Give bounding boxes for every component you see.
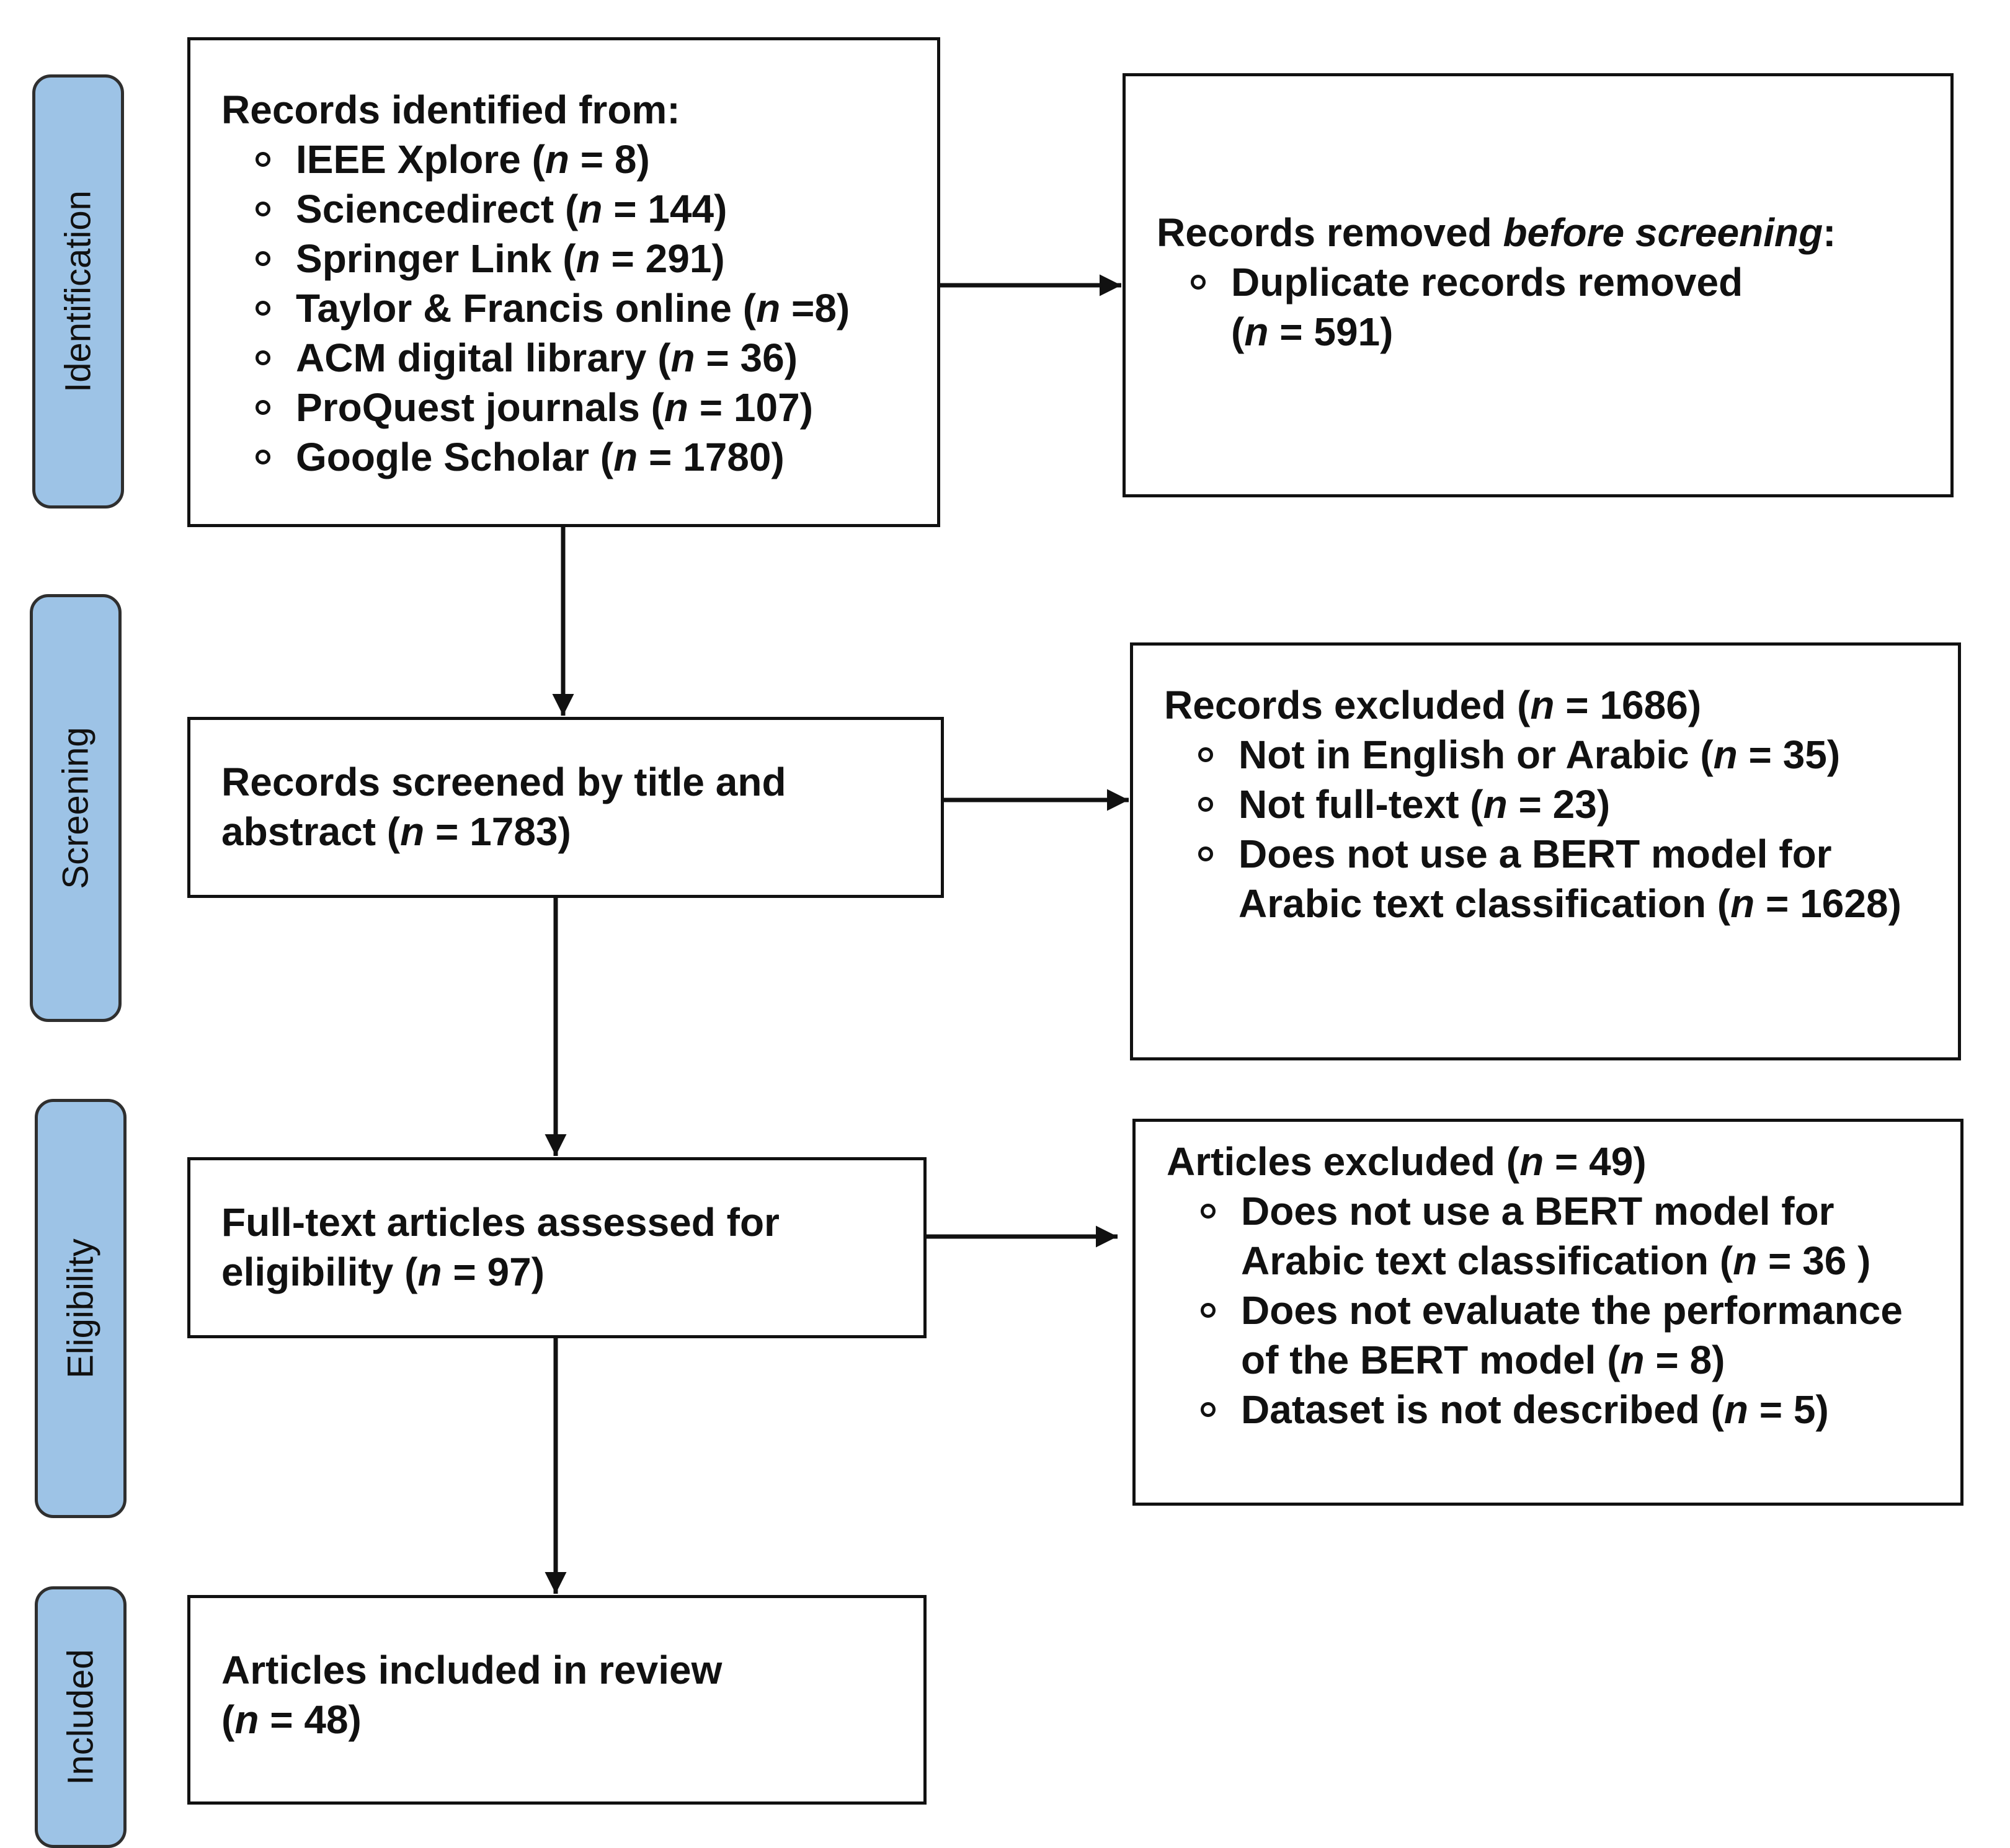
exclusion-item: Dataset is not described (n = 5) [1201, 1385, 1936, 1434]
full-text-assessed-text: Full-text articles assessed for eligibil… [221, 1200, 780, 1294]
source-list: IEEE Xplore (n = 8) Sciencedirect (n = 1… [221, 135, 912, 482]
source-item: Taylor & Francis online (n =8) [256, 283, 912, 333]
phase-included: Included [35, 1586, 127, 1848]
removed-item: Duplicate records removed(n = 591) [1191, 257, 1926, 357]
records-screened-text: Records screened by title and abstract (… [221, 760, 786, 854]
phase-identification: Identification [32, 74, 124, 509]
exclusion-item: Does not use a BERT model for Arabic tex… [1198, 829, 1933, 928]
exclusion-item: Not full-text (n = 23) [1198, 780, 1933, 829]
records-excluded-list: Not in English or Arabic (n = 35) Not fu… [1164, 730, 1933, 928]
source-item: Google Scholar (n = 1780) [256, 432, 912, 482]
articles-excluded-heading: Articles excluded (n = 49) [1167, 1139, 1647, 1184]
source-item: Springer Link (n = 291) [256, 234, 912, 283]
source-item: ProQuest journals (n = 107) [256, 383, 912, 432]
exclusion-item: Not in English or Arabic (n = 35) [1198, 730, 1933, 780]
source-item: IEEE Xplore (n = 8) [256, 135, 912, 184]
removed-list: Duplicate records removed(n = 591) [1157, 257, 1926, 357]
articles-excluded-list: Does not use a BERT model for Arabic tex… [1167, 1186, 1936, 1434]
articles-excluded-box: Articles excluded (n = 49) Does not use … [1132, 1119, 1963, 1506]
records-identified-heading: Records identified from: [221, 87, 680, 132]
records-screened-box: Records screened by title and abstract (… [187, 717, 944, 898]
articles-included-text: Articles included in review(n = 48) [221, 1648, 723, 1742]
source-item: ACM digital library (n = 36) [256, 333, 912, 383]
source-item: Sciencedirect (n = 144) [256, 184, 912, 234]
records-identified-box: Records identified from: IEEE Xplore (n … [187, 37, 940, 527]
articles-included-box: Articles included in review(n = 48) [187, 1595, 927, 1805]
exclusion-item: Does not evaluate the performance of the… [1201, 1286, 1936, 1385]
phase-screening: Screening [30, 594, 122, 1022]
records-excluded-heading: Records excluded (n = 1686) [1164, 683, 1702, 727]
exclusion-item: Does not use a BERT model for Arabic tex… [1201, 1186, 1936, 1286]
full-text-assessed-box: Full-text articles assessed for eligibil… [187, 1157, 927, 1338]
phase-eligibility: Eligibility [35, 1099, 127, 1518]
records-excluded-box: Records excluded (n = 1686) Not in Engli… [1130, 642, 1961, 1060]
records-removed-heading: Records removed before screening: [1157, 210, 1836, 255]
records-removed-box: Records removed before screening: Duplic… [1123, 73, 1954, 497]
